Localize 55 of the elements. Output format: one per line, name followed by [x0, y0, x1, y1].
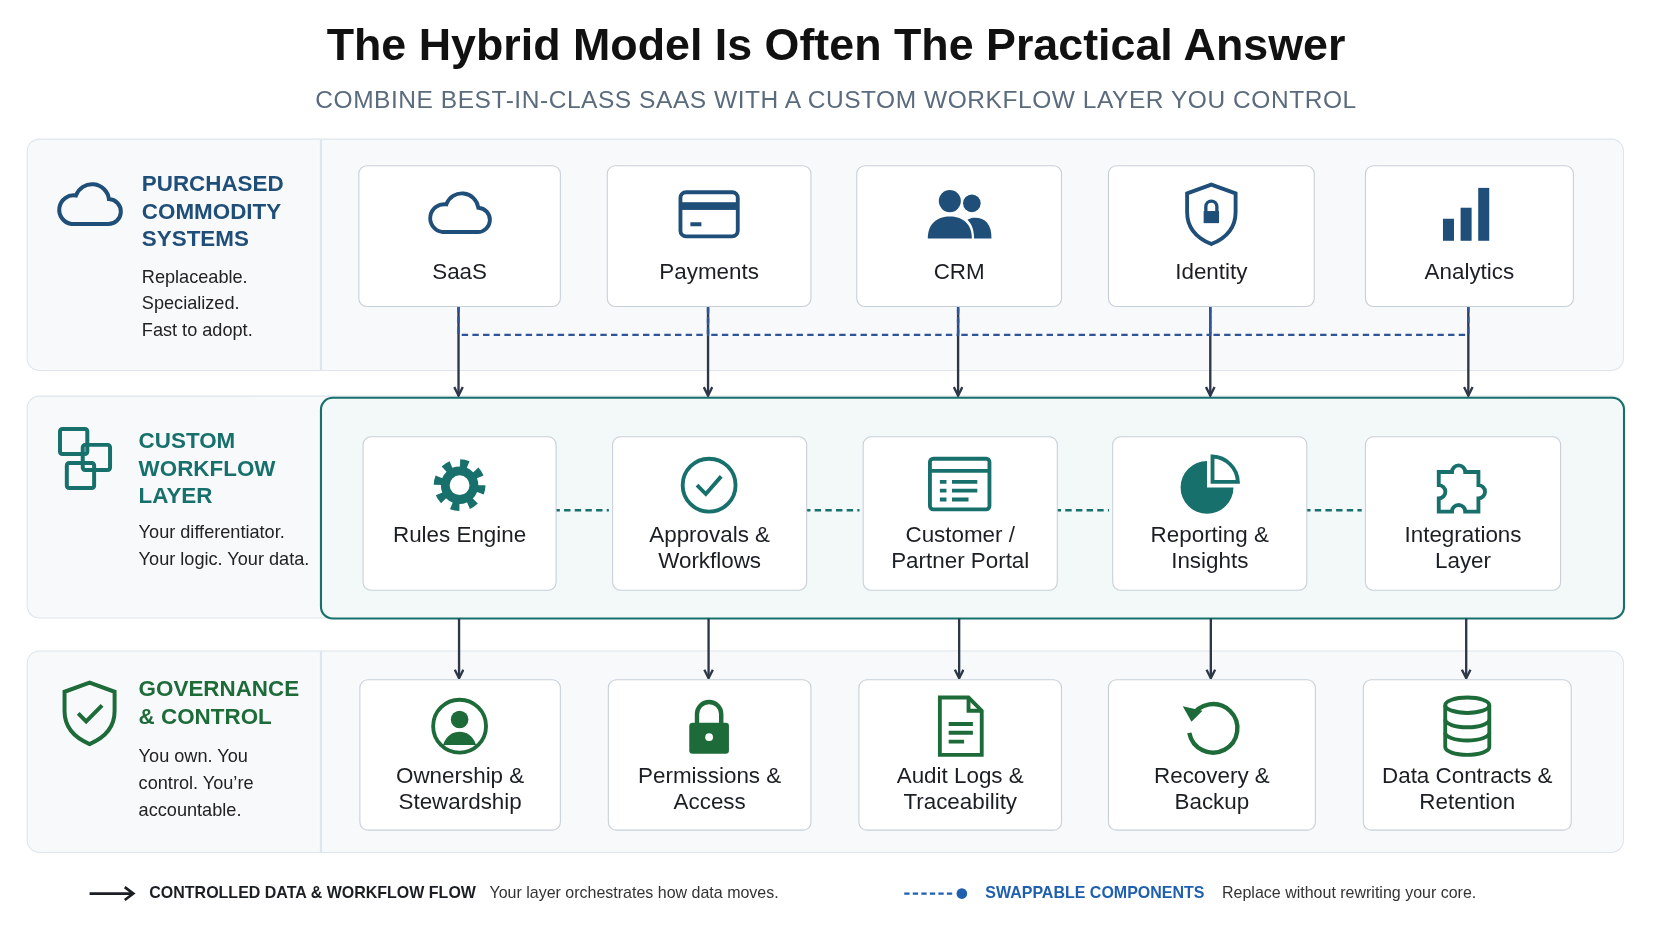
arrow: [1205, 618, 1217, 680]
layer-band: [26, 138, 1624, 372]
component-card: [858, 679, 1063, 831]
band-heading: PURCHASED COMMODITY SYSTEMS: [141, 169, 285, 253]
legend-label: CONTROLLED DATA & WORKFLOW FLOW: [149, 882, 476, 902]
layer-band: [26, 395, 1624, 619]
card-title: Permissions & Access: [637, 761, 783, 815]
card-title: Customer / Partner Portal: [890, 520, 1031, 574]
component-card: [1112, 436, 1308, 591]
dashed-connector: [956, 306, 1212, 336]
legend-description: Your layer orchestrates how data moves.: [489, 882, 780, 902]
band-description: Your differentiator. Your logic. Your data.: [138, 521, 311, 572]
dashed-connector: [457, 306, 710, 336]
dashed-connector: [706, 306, 960, 336]
card-title: Reporting & Insights: [1149, 520, 1270, 574]
component-card: [1364, 436, 1562, 591]
component-card: [612, 436, 808, 591]
band-description: You own. You control. You’re accountable.: [138, 745, 255, 822]
band-heading: CUSTOM WORKFLOW LAYER: [138, 426, 277, 510]
arrow: [1460, 618, 1472, 680]
card-title: Recovery & Backup: [1153, 761, 1271, 815]
legend-description: Replace without rewriting your core.: [1222, 882, 1478, 902]
arrow: [953, 618, 965, 680]
card-title: Rules Engine: [392, 520, 528, 548]
component-card: [1107, 165, 1315, 308]
card-title: Payments: [658, 258, 760, 285]
component-card: [862, 436, 1058, 591]
card-title: Ownership & Stewardship: [395, 761, 526, 815]
component-card: [856, 165, 1063, 308]
card-title: Data Contracts & Retention: [1381, 761, 1553, 815]
component-card: [358, 165, 561, 308]
arrow: [453, 618, 465, 680]
component-card: [1107, 679, 1316, 831]
layer-band: [26, 650, 1624, 854]
card-title: Identity: [1174, 258, 1249, 285]
workflow-layer-panel: [319, 396, 1626, 620]
component-card: [606, 165, 812, 308]
component-card: [359, 679, 561, 831]
band-heading: GOVERNANCE & CONTROL: [138, 675, 301, 731]
card-title: Audit Logs & Traceability: [895, 761, 1025, 815]
card-title: Approvals & Workflows: [648, 520, 771, 574]
legend-label: SWAPPABLE COMPONENTS: [985, 882, 1205, 902]
card-title: CRM: [932, 258, 986, 285]
arrow: [703, 618, 714, 680]
title: The Hybrid Model Is Often The Practical Answer: [325, 19, 1347, 71]
band-description: Replaceable. Specialized. Fast to adopt.: [141, 265, 254, 343]
dashed-connector: [1209, 306, 1470, 336]
component-card: [1364, 165, 1574, 308]
card-title: Integrations Layer: [1403, 520, 1523, 574]
component-card: [362, 436, 557, 591]
component-card: [607, 679, 812, 831]
component-card: [1362, 679, 1572, 831]
card-title: SaaS: [431, 258, 488, 285]
card-title: Analytics: [1423, 258, 1516, 285]
subtitle: COMBINE BEST-IN-CLASS SAAS WITH A CUSTOM WORKFLOW LAYER YOU CONTROL: [314, 85, 1358, 115]
